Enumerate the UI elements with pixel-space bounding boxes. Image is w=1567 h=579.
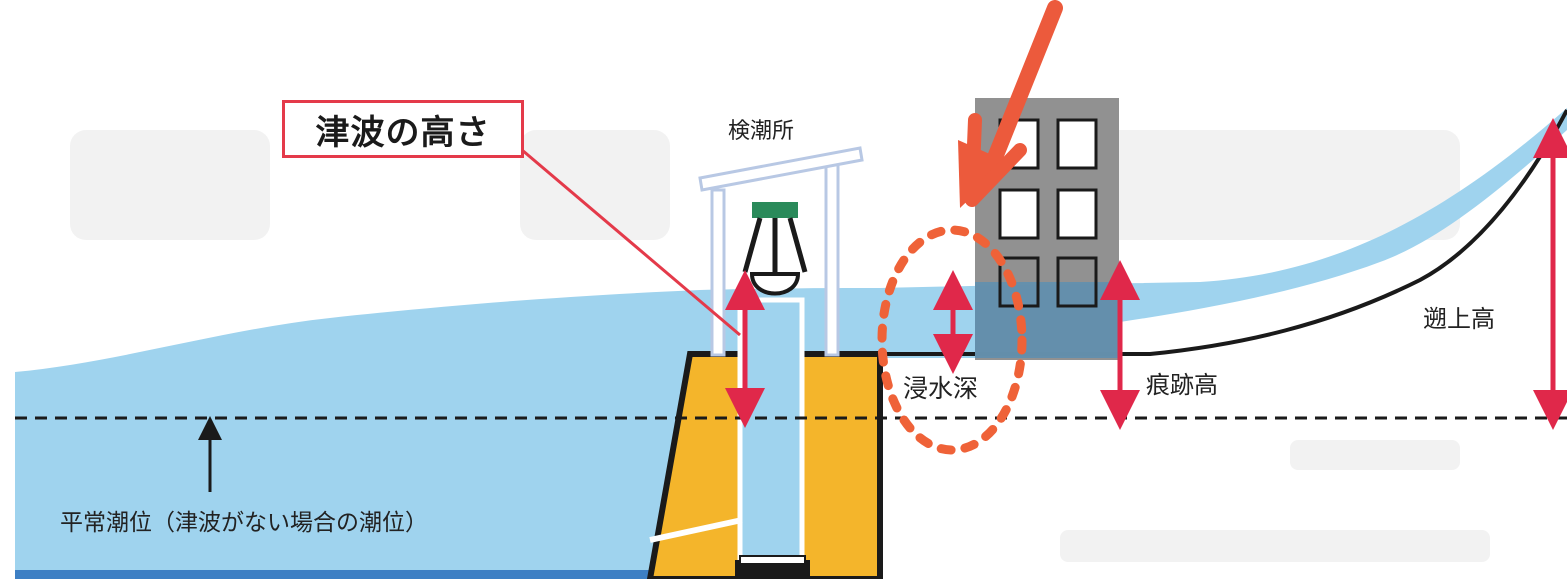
sea-deep-band xyxy=(15,570,655,579)
tide-gauge-icon xyxy=(742,202,808,296)
tsunami-height-label: 津波の高さ xyxy=(315,112,491,153)
runup-height-label: 遡上高 xyxy=(1423,305,1495,333)
normal-tide-label: 平常潮位（津波がない場合の潮位） xyxy=(60,510,428,536)
tide-station xyxy=(698,146,864,357)
intake-pipe xyxy=(649,517,743,543)
tsunami-height-label-box: 津波の高さ xyxy=(282,100,524,158)
inundation-depth-label: 浸水深 xyxy=(903,374,979,403)
land-surface xyxy=(880,109,1567,356)
background-watermark xyxy=(70,130,1490,562)
sea-water-left xyxy=(15,290,700,579)
tsunami-height-leader xyxy=(521,148,741,337)
trace-height-label: 痕跡高 xyxy=(1146,371,1218,399)
well-base-top xyxy=(739,555,806,565)
tide-well xyxy=(737,297,805,579)
dotted-circle-highlight xyxy=(877,225,1027,455)
tide-station-label: 検潮所 xyxy=(728,119,795,144)
pointer-arrow-icon xyxy=(958,0,1063,208)
